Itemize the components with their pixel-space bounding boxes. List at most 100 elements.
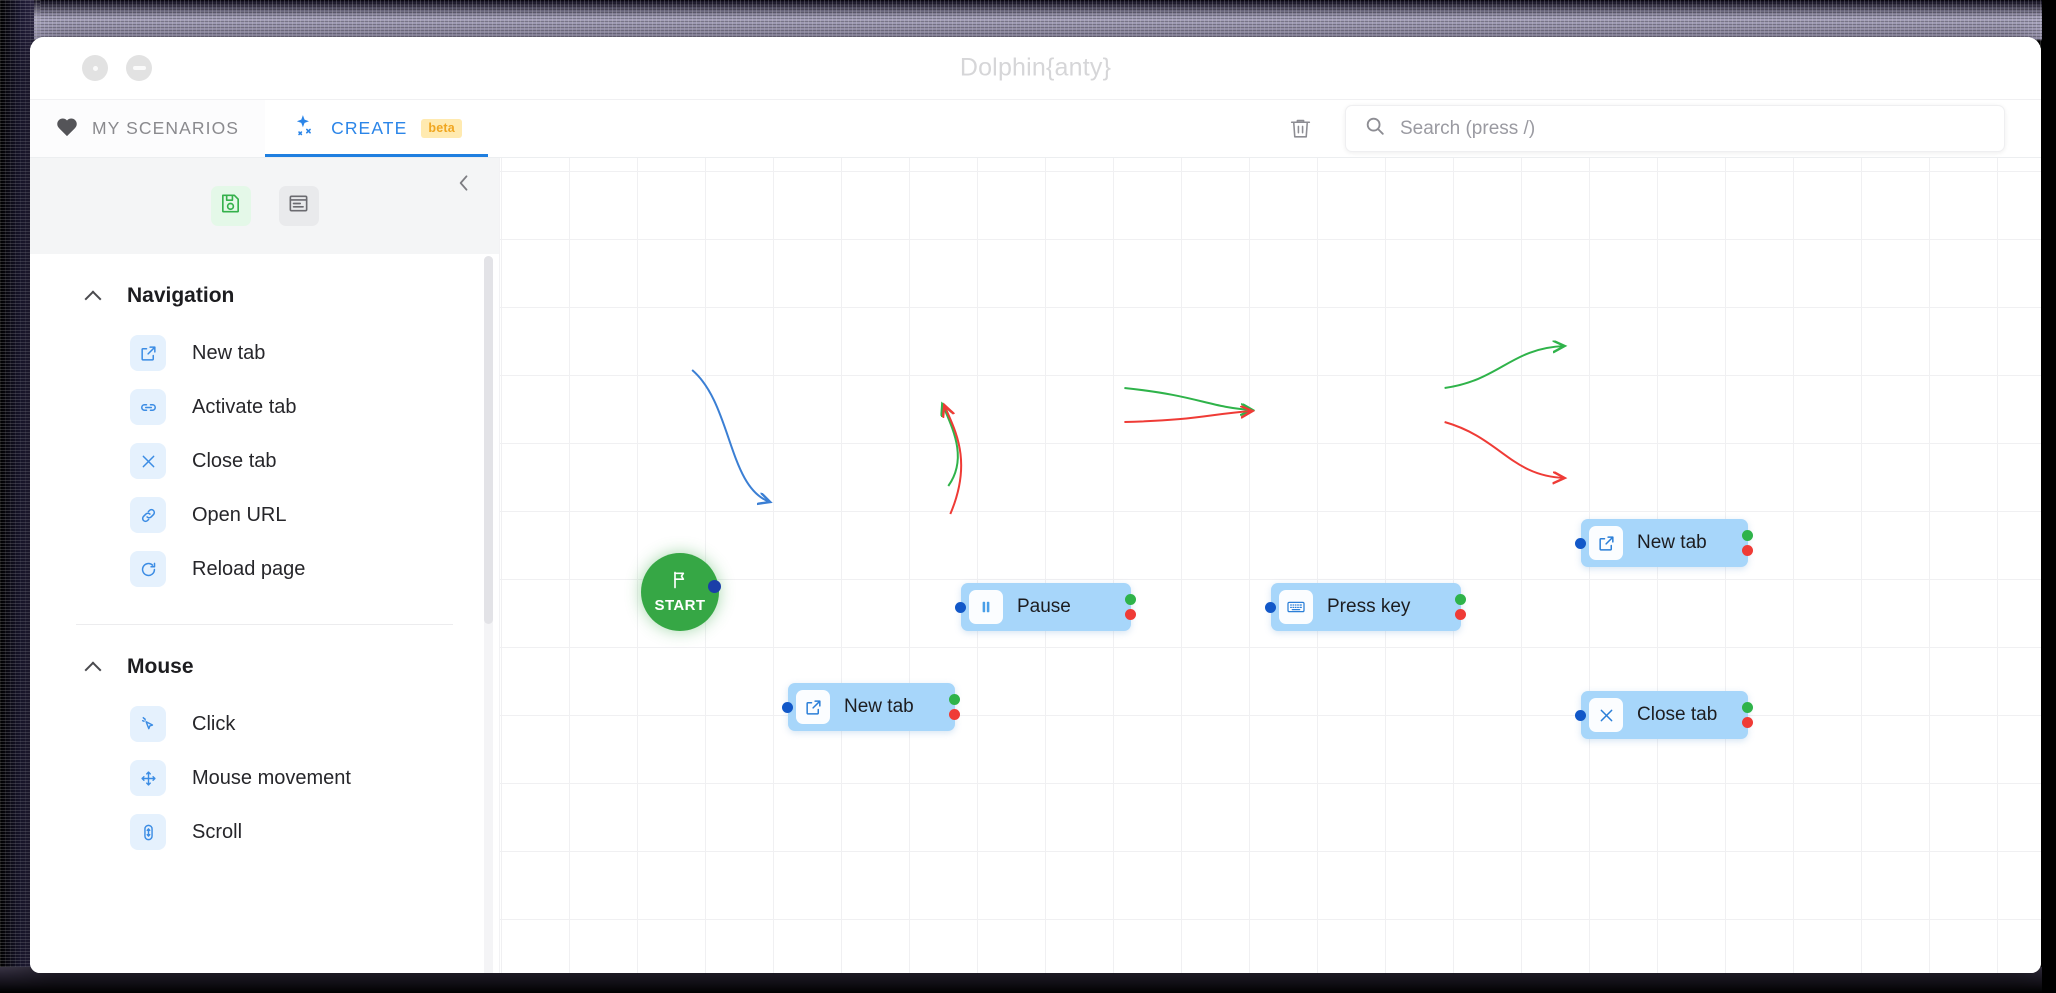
sidebar-item-close-tab[interactable]: Close tab — [30, 434, 499, 488]
reload-icon — [130, 551, 166, 587]
external-link-icon — [796, 690, 830, 724]
node-error-port[interactable] — [1455, 609, 1466, 620]
link-chain-icon — [130, 389, 166, 425]
edge-pause-error-to-press-key — [1124, 411, 1252, 423]
backdrop-top-band — [0, 0, 2056, 40]
sidebar-item-label: Close tab — [192, 449, 277, 472]
node-error-port[interactable] — [1742, 717, 1753, 728]
app-window: Dolphin{anty} MY SCENARIOS — [30, 37, 2041, 973]
node-press-key[interactable]: Press key — [1265, 583, 1466, 631]
node-success-port[interactable] — [1455, 594, 1466, 605]
node-label: Pause — [1017, 596, 1071, 617]
backdrop-right-edge — [2042, 0, 2056, 993]
sidebar-item-label: Reload page — [192, 557, 306, 580]
window-title: Dolphin{anty} — [959, 53, 1112, 82]
sidebar-item-new-tab[interactable]: New tab — [30, 326, 499, 380]
sidebar-item-reload-page[interactable]: Reload page — [30, 542, 499, 596]
close-button[interactable] — [82, 55, 108, 81]
search-input[interactable] — [1400, 117, 1986, 140]
cursor-click-icon — [130, 706, 166, 742]
node-input-port[interactable] — [1575, 709, 1586, 721]
node-label: New tab — [1637, 532, 1707, 553]
sidebar-item-label: Click — [192, 712, 236, 735]
link-icon — [130, 497, 166, 533]
external-link-icon — [1589, 526, 1623, 560]
sidebar-item-label: Open URL — [192, 503, 287, 526]
keyboard-icon — [1279, 590, 1313, 624]
sidebar-item-mouse-movement[interactable]: Mouse movement — [30, 751, 499, 805]
beta-badge: beta — [421, 119, 462, 138]
window-controls — [82, 55, 152, 81]
x-icon — [1589, 698, 1623, 732]
search-box[interactable] — [1345, 105, 2005, 152]
workspace: Navigation New tab — [30, 158, 2041, 973]
sidebar-item-open-url[interactable]: Open URL — [30, 488, 499, 542]
note-icon — [287, 192, 310, 220]
node-error-port[interactable] — [949, 709, 960, 720]
edge-layer — [691, 158, 2041, 515]
start-output-port[interactable] — [708, 580, 721, 593]
save-scenario-button[interactable] — [210, 186, 251, 226]
node-label: Close tab — [1637, 704, 1718, 725]
node-input-port[interactable] — [1575, 537, 1586, 549]
backdrop-left-edge — [0, 0, 34, 993]
chevron-up-icon — [86, 663, 101, 672]
move-arrows-icon — [130, 760, 166, 796]
node-input-port[interactable] — [782, 701, 793, 713]
tab-bar: MY SCENARIOS CREATE beta — [30, 100, 500, 157]
scenario-canvas[interactable]: START New tab — [500, 158, 2041, 973]
heart-icon — [56, 119, 78, 139]
edge-pause-success-to-press-key — [1124, 387, 1252, 410]
sidebar-scrollbar[interactable] — [484, 256, 493, 973]
node-success-port[interactable] — [1742, 702, 1753, 713]
sidebar-item-scroll[interactable]: Scroll — [30, 805, 499, 859]
minimize-button[interactable] — [126, 55, 152, 81]
edge-press-key-error-to-close-tab — [1444, 421, 1565, 478]
sidebar-item-label: Scroll — [192, 820, 243, 843]
chevron-left-icon[interactable] — [451, 170, 477, 196]
actions-sidebar: Navigation New tab — [30, 158, 500, 973]
tab-create-label: CREATE — [331, 118, 408, 138]
sidebar-item-click[interactable]: Click — [30, 697, 499, 751]
sidebar-item-activate-tab[interactable]: Activate tab — [30, 380, 499, 434]
node-pause[interactable]: Pause — [955, 583, 1136, 631]
trash-icon[interactable] — [1285, 114, 1315, 144]
sidebar-item-label: Mouse movement — [192, 766, 351, 789]
node-label: New tab — [844, 696, 914, 717]
node-new-tab-1[interactable]: New tab — [782, 683, 960, 731]
sidebar-item-label: Activate tab — [192, 395, 297, 418]
sidebar-toolbar — [30, 158, 499, 254]
sidebar-item-label: New tab — [192, 341, 266, 364]
node-input-port[interactable] — [955, 601, 966, 613]
sidebar-section-navigation: Navigation New tab — [30, 254, 499, 625]
tab-my-scenarios-label: MY SCENARIOS — [92, 118, 240, 138]
node-error-port[interactable] — [1742, 545, 1753, 556]
node-success-port[interactable] — [1125, 594, 1136, 605]
tab-create[interactable]: CREATE beta — [265, 100, 488, 157]
edge-press-key-success-to-new-tab — [1444, 346, 1565, 389]
external-link-icon — [130, 335, 166, 371]
sidebar-section-navigation-title: Navigation — [127, 284, 235, 307]
node-new-tab-2[interactable]: New tab — [1575, 519, 1753, 567]
sidebar-scroll-area: Navigation New tab — [30, 254, 499, 973]
window-titlebar: Dolphin{anty} — [30, 37, 2041, 100]
sidebar-scrollbar-thumb[interactable] — [484, 256, 493, 624]
node-success-port[interactable] — [949, 694, 960, 705]
notes-button[interactable] — [278, 186, 319, 226]
tab-my-scenarios[interactable]: MY SCENARIOS — [30, 100, 266, 157]
node-close-tab[interactable]: Close tab — [1575, 691, 1753, 739]
sidebar-divider — [76, 624, 453, 625]
top-strip: MY SCENARIOS CREATE beta — [30, 100, 2041, 158]
node-input-port[interactable] — [1265, 601, 1276, 613]
x-icon — [130, 443, 166, 479]
scroll-icon — [130, 814, 166, 850]
floppy-disk-icon — [219, 192, 242, 220]
sidebar-section-mouse-header[interactable]: Mouse — [30, 625, 499, 697]
start-node[interactable]: START — [641, 553, 721, 631]
sidebar-section-navigation-header[interactable]: Navigation — [30, 254, 499, 326]
edge-new-tab-error-to-pause — [944, 405, 963, 515]
node-error-port[interactable] — [1125, 609, 1136, 620]
sidebar-section-mouse-title: Mouse — [127, 655, 194, 678]
node-success-port[interactable] — [1742, 530, 1753, 541]
node-label: Press key — [1327, 596, 1411, 617]
